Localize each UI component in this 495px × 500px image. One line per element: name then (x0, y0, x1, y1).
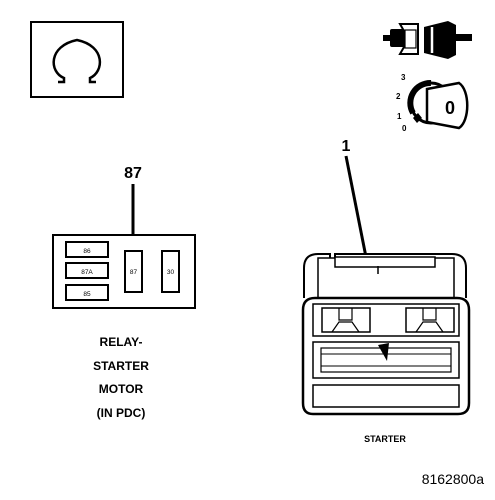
ignition-pos-1: 1 (397, 112, 402, 121)
ignition-pos-3: 3 (401, 73, 406, 82)
relay-label-line-3: MOTOR (99, 382, 144, 396)
relay-terminal-86: 86 (83, 248, 91, 255)
connector-icon (383, 21, 472, 59)
relay-terminal-85: 85 (83, 291, 91, 298)
ignition-pos-2: 2 (396, 92, 401, 101)
starter-label: STARTER (364, 434, 406, 444)
ignition-pos-0: 0 (402, 124, 407, 133)
relay-label-line-1: RELAY- (100, 335, 143, 349)
relay-callout-label: 87 (124, 165, 142, 182)
figure-id: 8162800a (422, 471, 485, 487)
relay-starter-motor: 86 87A 85 87 30 (52, 234, 196, 309)
relay-label-line-2: STARTER (93, 359, 149, 373)
relay-label: RELAY- STARTER MOTOR (IN PDC) (93, 335, 149, 420)
relay-terminal-30: 30 (167, 269, 175, 276)
ignition-switch-icon: 3 2 1 0 0 (396, 73, 469, 133)
starter-connector (301, 253, 471, 416)
ohm-symbol-icon (30, 21, 124, 98)
relay-label-line-4: (IN PDC) (97, 406, 146, 420)
ignition-key-label: 0 (445, 98, 455, 118)
starter-callout-arrow (378, 343, 389, 361)
relay-terminal-87a: 87A (81, 269, 93, 276)
relay-terminal-87: 87 (130, 269, 138, 276)
starter-callout-label: 1 (342, 138, 351, 155)
